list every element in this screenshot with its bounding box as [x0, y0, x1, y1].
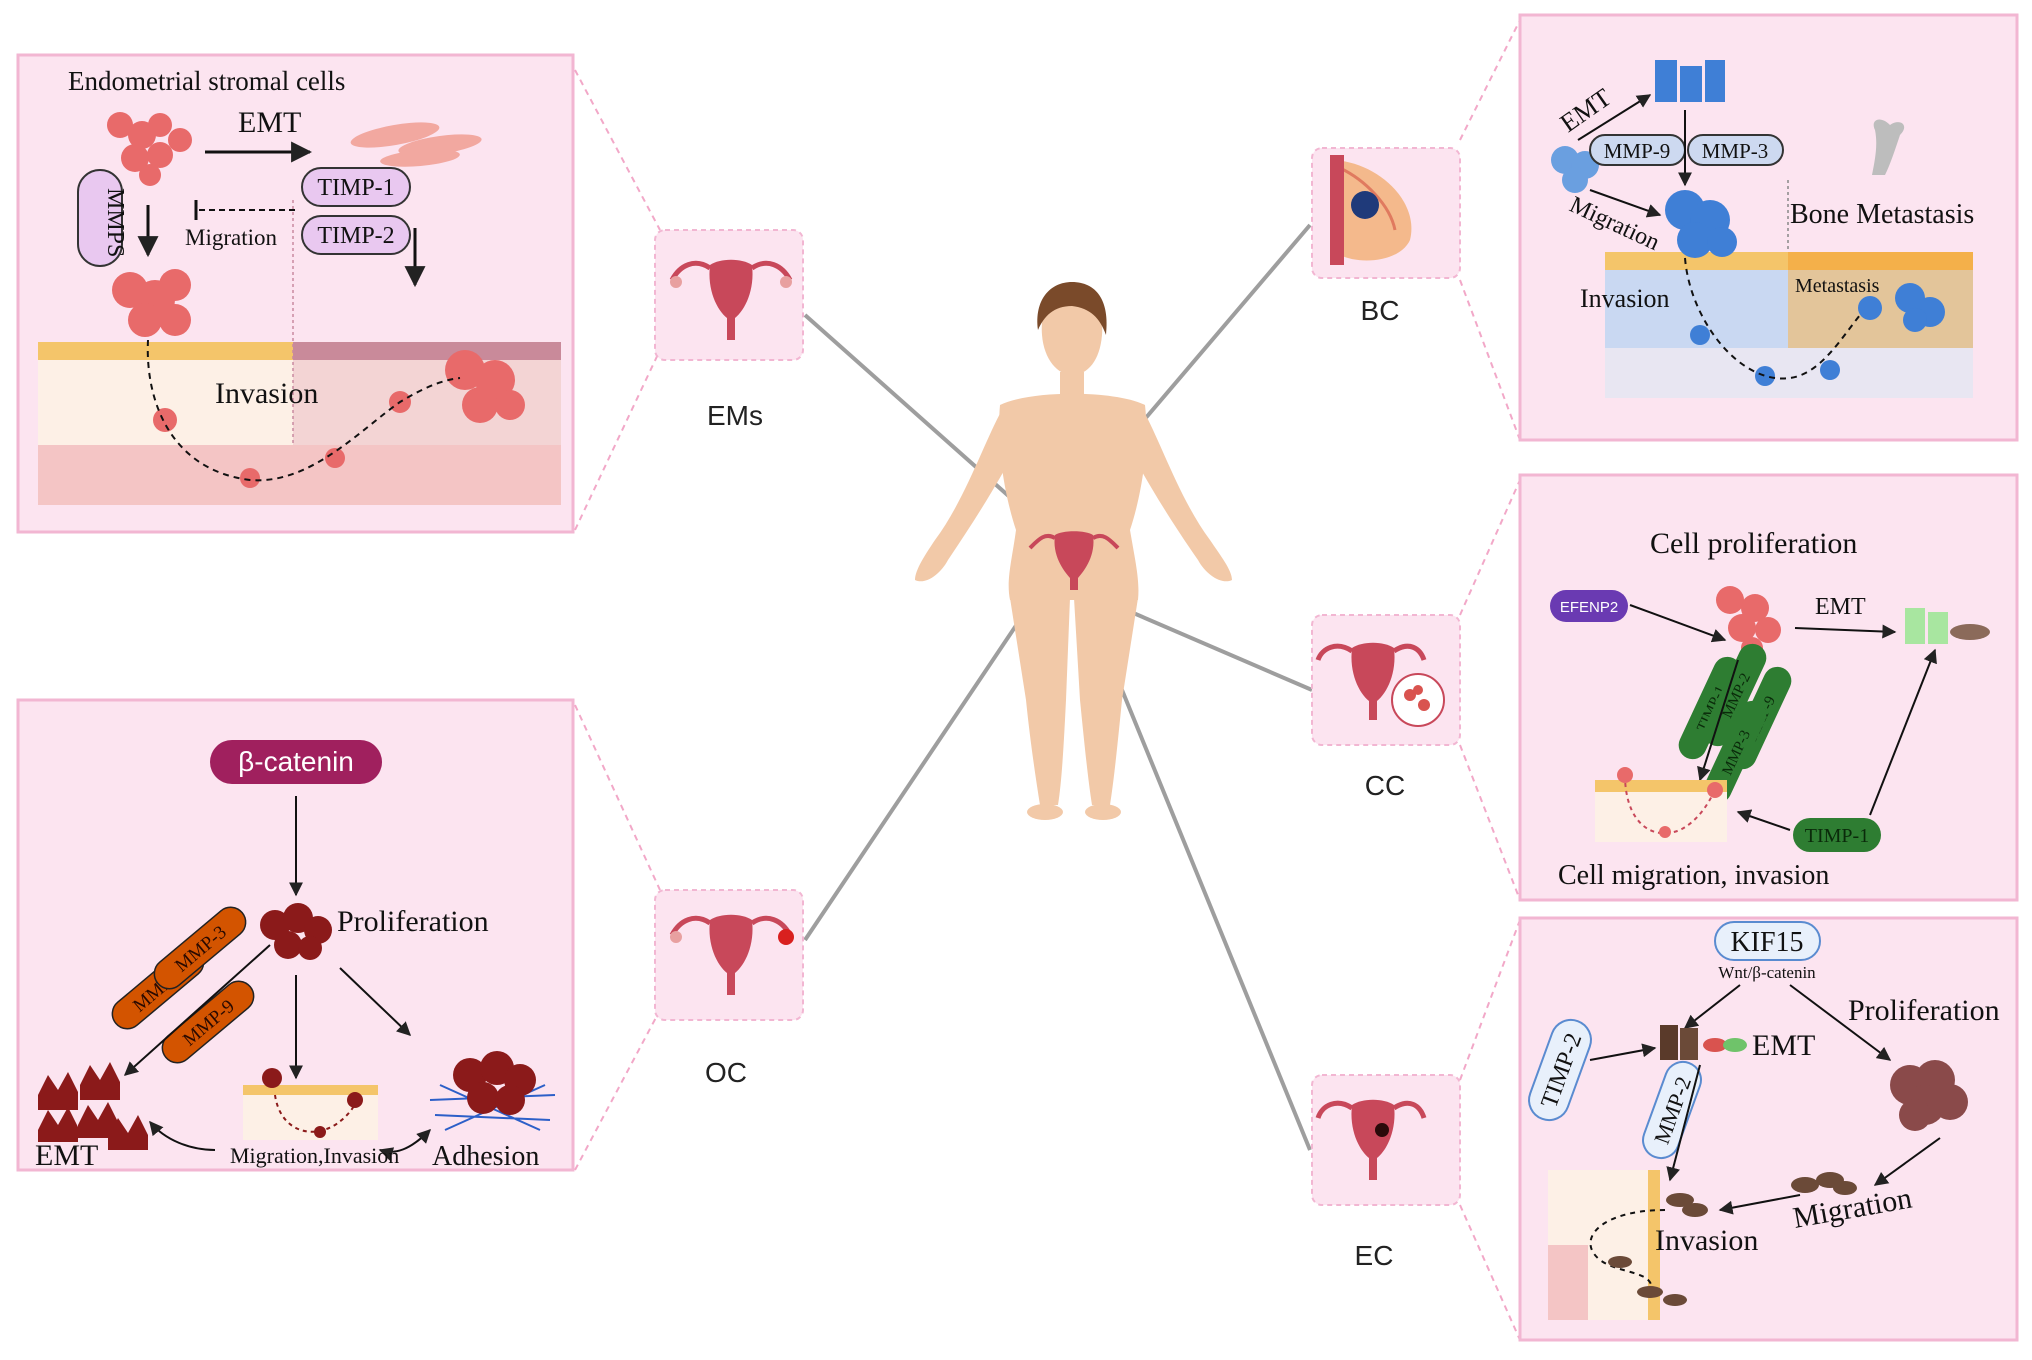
- label-bc: BC: [1361, 295, 1400, 326]
- label-ems: EMs: [707, 400, 763, 431]
- ec-emt-cells: [1660, 1025, 1747, 1060]
- uterus-icon-cc: [1315, 642, 1445, 727]
- ems-title: Endometrial stromal cells: [68, 66, 345, 96]
- bc-invading-cells: [1665, 190, 1945, 386]
- kif15-pill: KIF15: [1714, 921, 1821, 961]
- efenp2-pill: EFENP2: [1550, 590, 1628, 622]
- bone-metastasis-label: Bone Metastasis: [1790, 199, 1974, 230]
- cc-timp1-pill: TIMP-1: [1793, 818, 1881, 852]
- mmp9-pill: MMP-9: [1589, 134, 1686, 166]
- cc-panel: Cell proliferation EFENP2 EMT TIMP-1 MMP…: [1518, 473, 2019, 902]
- oc-emt-cells: [38, 1062, 148, 1150]
- human-figure: [915, 282, 1232, 820]
- beta-catenin-pill: β-catenin: [210, 740, 382, 784]
- efenp2-label: EFENP2: [1560, 599, 1618, 616]
- ec-migrating-cells: [1791, 1172, 1857, 1195]
- uterus-icon-ec: [1315, 1099, 1427, 1180]
- timp1-label: TIMP-1: [317, 175, 394, 201]
- ems-emt-label: EMT: [238, 106, 301, 139]
- cc-timp1-label: TIMP-1: [1805, 825, 1869, 847]
- bc-panel: EMT MMP-9 MMP-3 Migration Bone Metastasi…: [1518, 13, 2019, 442]
- ec-emt-label: EMT: [1752, 1029, 1815, 1062]
- bc-invasion-label: Invasion: [1580, 284, 1670, 313]
- ec-proliferation-label: Proliferation: [1848, 994, 2000, 1027]
- mmp3-pill: MMP-3: [1687, 134, 1784, 166]
- oc-proliferation-label: Proliferation: [337, 905, 489, 938]
- bc-metastasis-label: Metastasis: [1795, 275, 1880, 297]
- ec-tissue: [1548, 1170, 1708, 1320]
- wnt-label: Wnt/β-catenin: [1718, 963, 1816, 982]
- oc-tissue: [243, 1068, 378, 1140]
- cc-mesenchymal-cells: [1905, 608, 1990, 644]
- bone-icon: [1872, 119, 1905, 175]
- ems-panel: Endometrial stromal cells EMT MMPS TIMP-…: [16, 53, 575, 534]
- label-ec: EC: [1355, 1240, 1394, 1271]
- oc-cell-cluster: [260, 903, 332, 960]
- oc-panel: β-catenin Proliferation MMP-2 MMP-3 MMP-…: [16, 698, 575, 1172]
- blue-cells-top: [1655, 60, 1725, 102]
- oc-migration-invasion-label: Migration,Invasion: [230, 1143, 399, 1168]
- oc-adhesion-label: Adhesion: [432, 1141, 539, 1172]
- oc-adhesion-cluster: [429, 1051, 556, 1131]
- timp2-label: TIMP-2: [317, 223, 394, 249]
- organ-thumbnails: [654, 147, 1461, 1206]
- label-oc: OC: [705, 1057, 747, 1088]
- oc-emt-label: EMT: [35, 1139, 98, 1172]
- bc-mmp3-label: MMP-3: [1702, 139, 1769, 163]
- ec-panel: KIF15 Wnt/β-catenin Proliferation TIMP-2…: [1518, 916, 2019, 1342]
- label-cc: CC: [1365, 770, 1405, 801]
- uterus-icon-ems: [669, 259, 793, 340]
- cell-proliferation-label: Cell proliferation: [1650, 527, 1857, 560]
- mmps-pill: MMPS: [77, 169, 128, 267]
- cell-migration-label: Cell migration, invasion: [1558, 860, 1829, 891]
- kif15-label: KIF15: [1730, 927, 1803, 958]
- bc-mmp9-label: MMP-9: [1604, 139, 1671, 163]
- cc-tissue: [1595, 767, 1727, 842]
- ems-invasion-label: Invasion: [215, 377, 318, 410]
- stromal-cell-cluster: [107, 112, 192, 186]
- uterus-icon-oc: [669, 914, 794, 995]
- fibroblast-cells: [350, 122, 482, 167]
- mmps-label: MMPS: [102, 188, 128, 257]
- cc-emt-label: EMT: [1815, 594, 1866, 620]
- ec-proliferation-cluster: [1890, 1060, 1968, 1131]
- beta-catenin-label: β-catenin: [238, 746, 354, 777]
- ec-invasion-label: Invasion: [1655, 1224, 1758, 1257]
- zoom-lines: [574, 19, 1521, 1341]
- timp1-pill: TIMP-1: [301, 167, 411, 207]
- timp2-pill: TIMP-2: [301, 215, 411, 255]
- ems-migration-label: Migration: [185, 225, 277, 250]
- breast-icon: [1330, 155, 1412, 265]
- invading-cells: [112, 269, 525, 488]
